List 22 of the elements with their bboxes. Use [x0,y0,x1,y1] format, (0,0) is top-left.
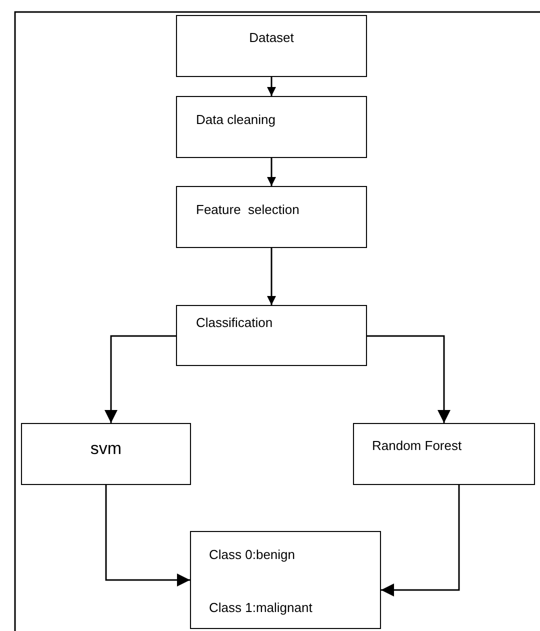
arrow [267,158,276,186]
node-label: Classification [196,315,273,331]
node-label: Feature selection [196,202,300,218]
node-label: Data cleaning [196,112,276,128]
node-label: Dataset [249,30,294,46]
arrow [104,335,176,423]
arrow [367,335,450,423]
arrow [267,248,276,305]
arrow [267,77,276,96]
process-box [353,423,535,485]
node-label: svm [90,441,122,457]
node-label: Random Forest [372,438,462,454]
process-box [176,305,367,366]
process-box [176,186,367,248]
node-label: Class 1:malignant [209,600,312,616]
node-label: Class 0:benign [209,547,295,563]
arrow [381,485,460,596]
process-box [190,531,381,629]
process-box [176,96,367,158]
process-box [176,15,367,77]
arrow [105,485,190,586]
process-box [21,423,191,485]
